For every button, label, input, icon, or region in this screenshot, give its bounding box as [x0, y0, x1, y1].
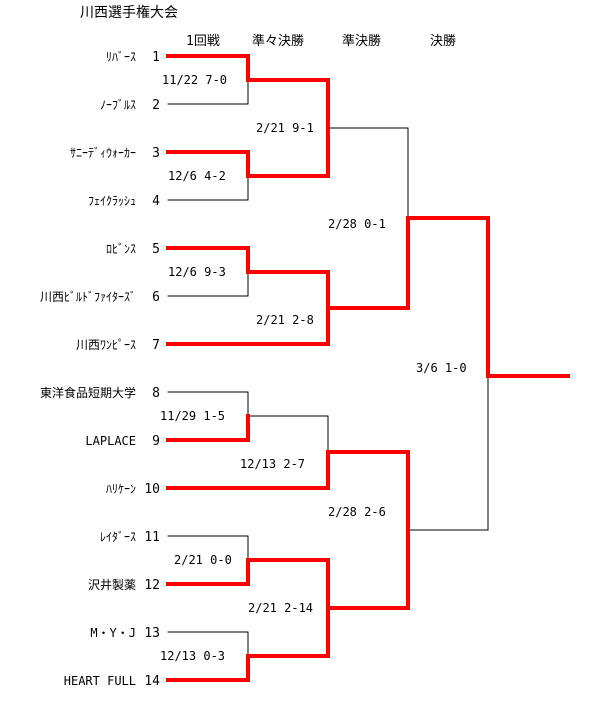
team-seed: 7 [152, 338, 160, 353]
bracket-line [167, 79, 249, 105]
winner-line [166, 654, 250, 682]
match-result-r1-d: 11/29 1-5 [160, 409, 225, 423]
round-header-first: 1回戦 [186, 34, 220, 49]
winner-line [326, 450, 410, 532]
winner-line [246, 558, 330, 610]
bracket-line [167, 391, 249, 417]
round-header-quarterfinal: 準々決勝 [252, 33, 304, 49]
team-seed: 2 [152, 98, 160, 113]
team-name: HEART FULL [64, 674, 136, 688]
match-result-qf-a: 2/21 9-1 [256, 121, 314, 135]
team-seed: 1 [152, 50, 160, 65]
bracket-line [247, 415, 329, 453]
match-result-qf-c: 12/13 2-7 [240, 457, 305, 471]
round-header-final: 決勝 [430, 34, 456, 49]
team-seed: 14 [144, 674, 160, 689]
winner-line [166, 558, 250, 586]
winner-line [246, 78, 330, 130]
match-result-qf-d: 2/21 2-14 [248, 601, 313, 615]
team-seed: 8 [152, 386, 160, 401]
team-seed: 11 [144, 530, 160, 545]
match-results: 11/22 7-0 12/6 4-2 12/6 9-3 11/29 1-5 2/21 0… [160, 73, 467, 663]
winner-line [246, 270, 330, 310]
team-seed: 3 [152, 146, 160, 161]
winner-line [166, 150, 250, 178]
team-name: LAPLACE [85, 434, 136, 448]
match-result-r1-c: 12/6 9-3 [168, 265, 226, 279]
match-result-sf-a: 2/28 0-1 [328, 217, 386, 231]
match-result-r1-f: 12/13 0-3 [160, 649, 225, 663]
winner-line [246, 126, 330, 178]
bracket-line [407, 375, 489, 531]
bracket-line [167, 631, 249, 657]
team-name: ｻﾆｰﾃﾞｨｳｫｰｶｰ [70, 146, 136, 160]
team-seed: 6 [152, 290, 160, 305]
match-result-qf-b: 2/21 2-8 [256, 313, 314, 327]
match-result-r1-b: 12/6 4-2 [168, 169, 226, 183]
team-seed: 4 [152, 194, 160, 209]
winner-line [246, 450, 330, 490]
winner-line [166, 54, 250, 82]
match-result-sf-b: 2/28 2-6 [328, 505, 386, 519]
winner-line [166, 414, 250, 442]
winner-line [166, 246, 250, 274]
team-seed: 12 [144, 578, 160, 593]
team-name: 川西ﾋﾞﾙﾄﾞﾌｧｲﾀｰｽﾞ [40, 290, 136, 304]
match-result-r1-a: 11/22 7-0 [162, 73, 227, 87]
round-header-semifinal: 準決勝 [342, 33, 381, 49]
winner-line [326, 528, 410, 610]
team-seed: 13 [144, 626, 160, 641]
team-name: ﾌｪｲｸﾗｯｼｭ [88, 194, 136, 208]
winner-line [246, 306, 330, 346]
winner-line [326, 216, 410, 310]
team-name: ﾊﾘｹｰﾝ [106, 482, 136, 496]
team-seed: 10 [144, 482, 160, 497]
team-name: ﾘﾊﾞｰｽ [106, 50, 136, 64]
team-name: ﾚｲﾀﾞｰｽ [100, 530, 136, 544]
match-result-final: 3/6 1-0 [416, 361, 467, 375]
bracket-line [327, 127, 409, 219]
match-result-r1-e: 2/21 0-0 [174, 553, 232, 567]
tournament-title: 川西選手権大会 [80, 4, 178, 21]
winner-line [406, 216, 490, 378]
team-name: 沢井製薬 [88, 578, 136, 592]
team-name: 川西ﾜﾝﾋﾟｰｽ [76, 338, 136, 352]
team-name: ﾉｰﾌﾞﾙｽ [100, 98, 136, 112]
team-seed: 9 [152, 434, 160, 449]
bracket-lines [167, 79, 489, 657]
team-name: ﾛﾋﾞﾝｽ [106, 242, 136, 256]
bracket-line [167, 175, 249, 201]
team-seed: 5 [152, 242, 160, 257]
bracket-line [167, 271, 249, 297]
team-name: M・Y・J [90, 626, 136, 640]
team-name: 東洋食品短期大学 [40, 385, 136, 400]
bracket-line [167, 535, 249, 561]
winner-line [246, 606, 330, 658]
winner-path-lines [166, 54, 570, 682]
team-list: ﾘﾊﾞｰｽ 1 ﾉｰﾌﾞﾙｽ 2 ｻﾆｰﾃﾞｨｳｫｰｶｰ 3 ﾌｪｲｸﾗｯｼｭ 4 ﾛﾋﾞﾝｽ 5… [40, 50, 160, 689]
